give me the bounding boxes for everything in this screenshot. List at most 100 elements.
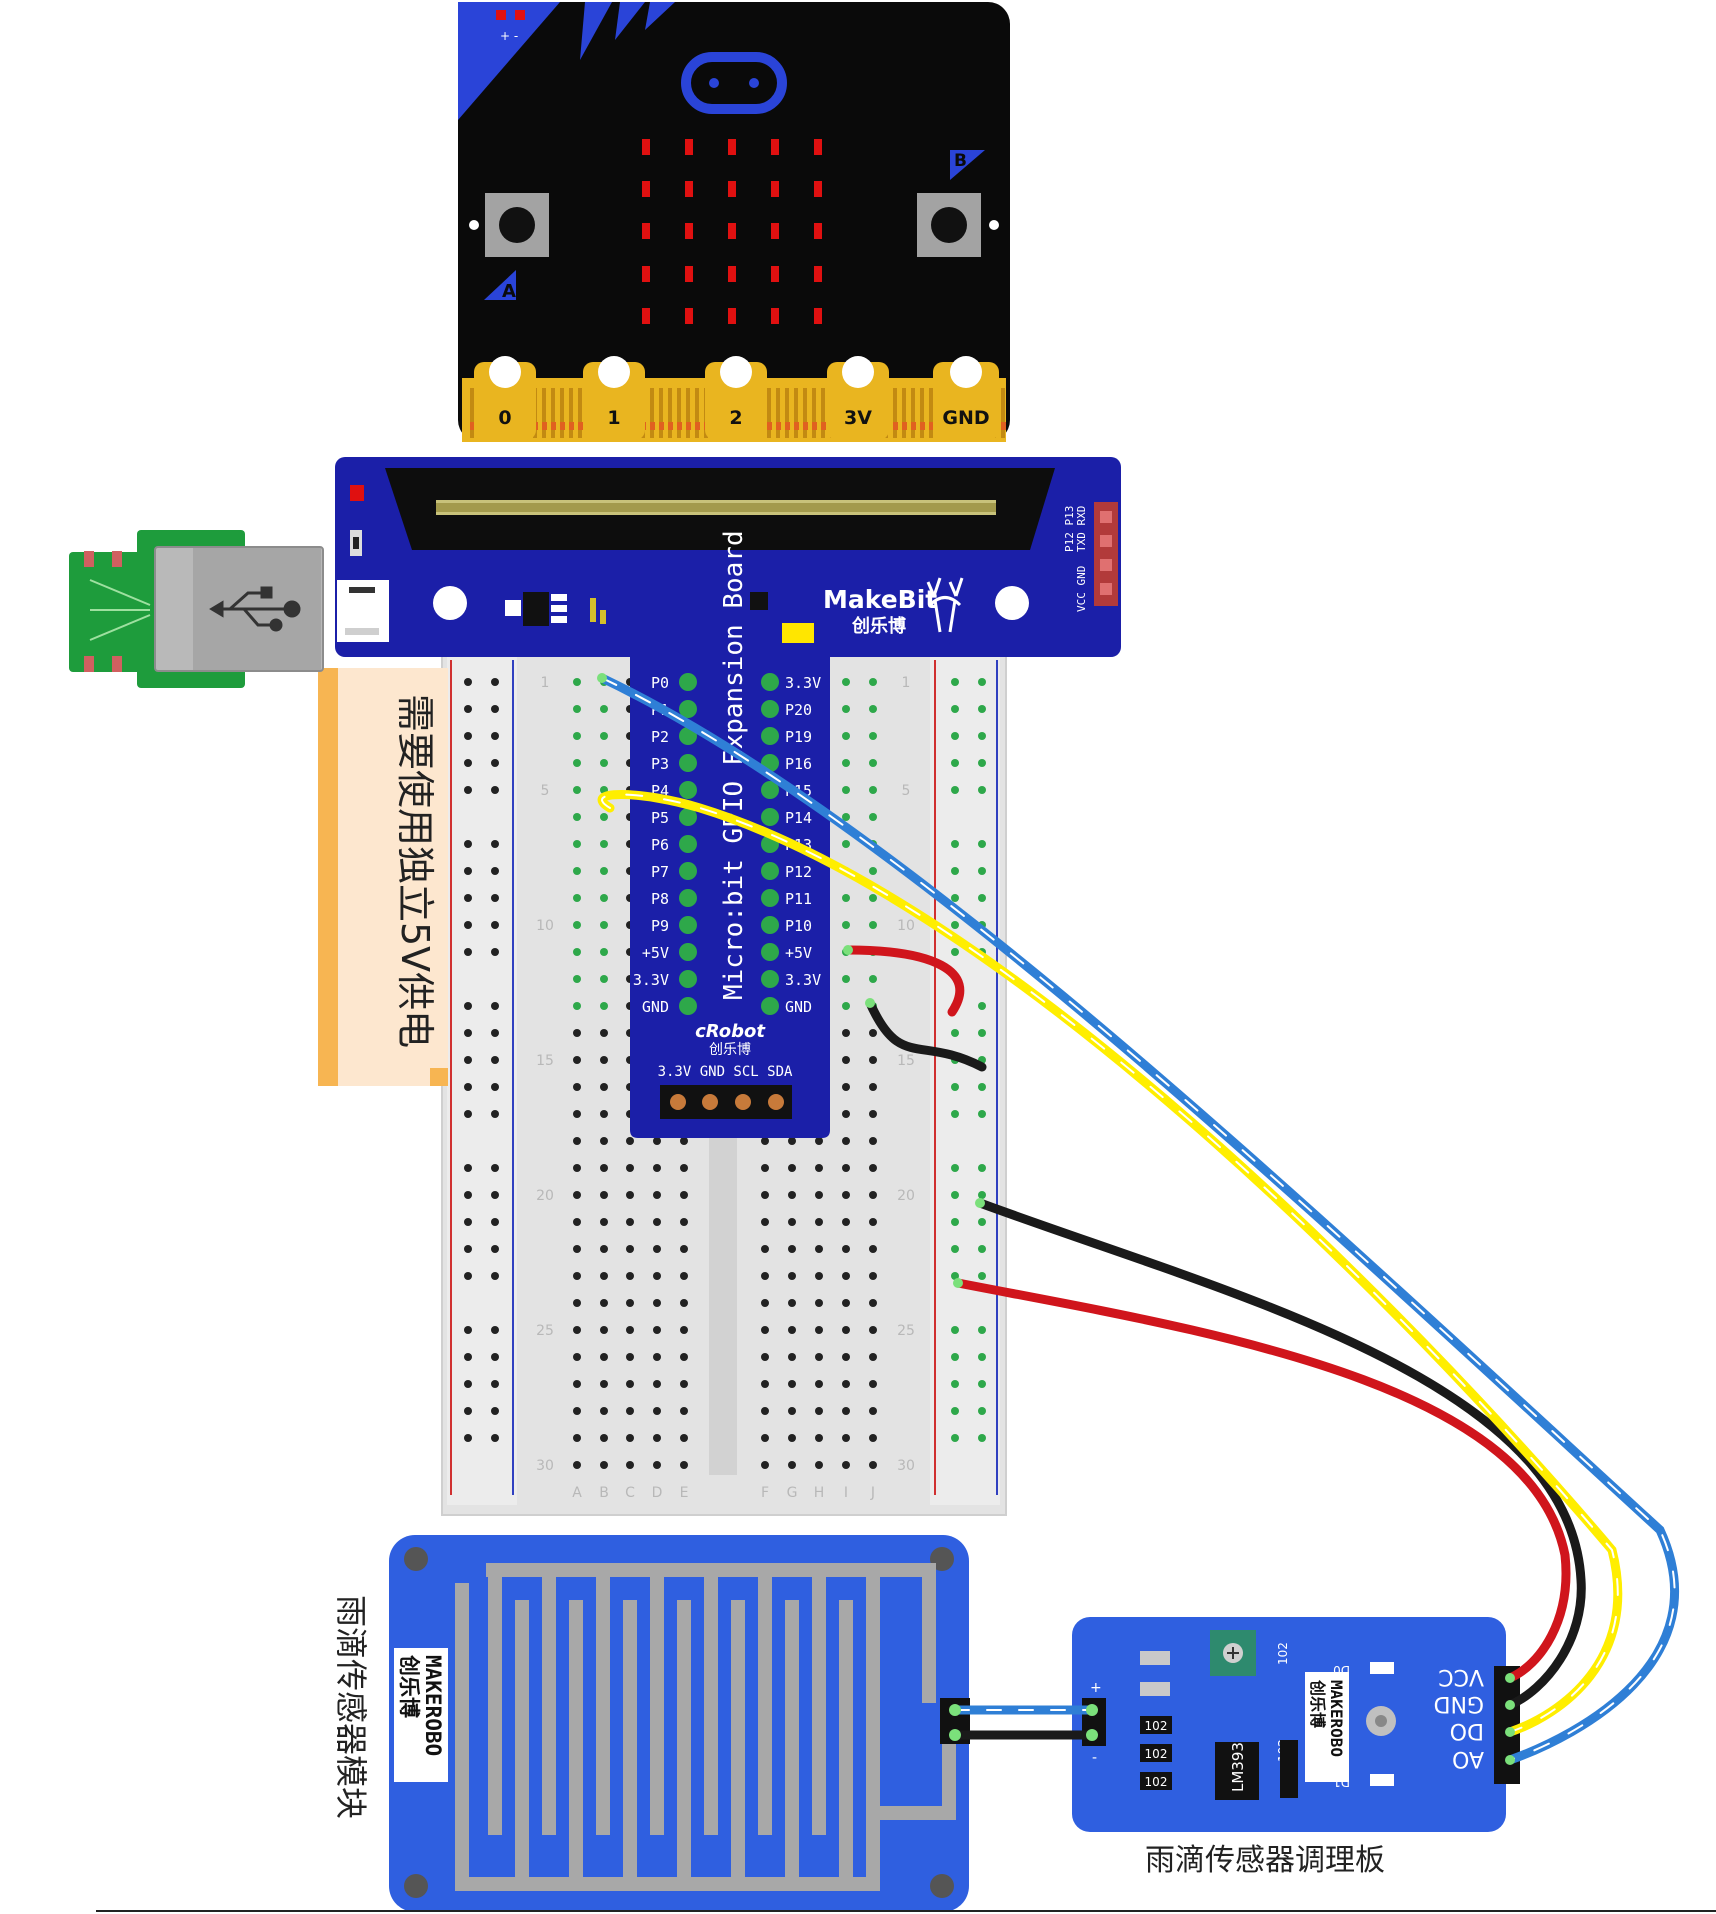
conditioner-brand-cn: 创乐博 [1308,1679,1327,1728]
breadboard-hole [680,1326,688,1334]
edge-pad[interactable] [705,362,767,440]
breadboard-hole [600,1299,608,1307]
edge-strip [794,388,798,438]
button-b-label: B [954,151,967,171]
rail-hole [951,678,959,686]
gpio-pin-label: P0 [651,674,669,692]
breadboard-hole [626,1434,634,1442]
edge-pad[interactable] [474,362,536,440]
breadboard-hole [680,1299,688,1307]
led [642,181,650,197]
gpio-pin [679,808,697,826]
breadboard-hole [653,1380,661,1388]
resistor-label: 102 [1145,1747,1168,1761]
breadboard-hole [761,1407,769,1415]
breadboard-hole [626,1407,634,1415]
edge-pad-label: 2 [729,407,742,429]
rail-hole [491,705,499,713]
rail-hole [491,948,499,956]
button-b[interactable] [917,193,981,257]
edge-strip [920,388,924,438]
breadboard-hole [869,1110,877,1118]
breadboard-hole [788,1407,796,1415]
breadboard-hole [573,1083,581,1091]
column-letter: C [625,1485,635,1501]
breadboard-hole [600,1056,608,1064]
breadboard-hole [761,1245,769,1253]
edge-strip-tip [686,422,691,430]
gpio-pin-label: P7 [651,863,669,881]
edge-strip [578,388,582,438]
edge-strip-tip [776,422,781,430]
breadboard-hole [653,1434,661,1442]
breadboard-hole [815,1407,823,1415]
breadboard-hole [869,1218,877,1226]
breadboard-hole [573,1434,581,1442]
breadboard-hole [573,1056,581,1064]
power-note: 需要使用独立5V供电 [318,668,448,1086]
rail-hole [978,1164,986,1172]
gpio-pin [761,673,779,691]
gpio-pin-label: P14 [785,809,812,827]
column-letter: D [652,1485,663,1501]
edge-pad[interactable] [583,362,645,440]
rail-hole [464,1002,472,1010]
breadboard-hole [600,1461,608,1469]
rail-hole [491,1380,499,1388]
gpio-pin-label: P2 [651,728,669,746]
breadboard-hole [573,705,581,713]
breadboard-hole [869,1299,877,1307]
gpio-pin-label: P16 [785,755,812,773]
breadboard-hole [842,1002,850,1010]
edge-strip [569,388,573,438]
edge-strip-tip [560,422,565,430]
breadboard-hole [815,1245,823,1253]
edge-pad[interactable] [933,362,999,440]
breadboard-hole [600,1245,608,1253]
rail-hole [951,1353,959,1361]
i2c-pin [735,1094,751,1110]
led [642,308,650,324]
breadboard-hole [600,1218,608,1226]
edge-strip [695,388,699,438]
gpio-pin [761,700,779,718]
row-number: 20 [897,1188,915,1204]
button-a[interactable] [485,193,549,257]
breadboard-hole [869,1353,877,1361]
breadboard-hole [815,1218,823,1226]
breadboard-hole [761,1272,769,1280]
rail-hole [951,1434,959,1442]
conditioner-brand: MAKEROBO [1327,1680,1346,1757]
gpio-pin-label: P8 [651,890,669,908]
breadboard-hole [680,1461,688,1469]
breadboard-hole [626,1461,634,1469]
breadboard-hole [815,1380,823,1388]
edge-strip-tip [659,422,664,430]
rail-hole [491,678,499,686]
breadboard-hole [869,1434,877,1442]
gpio-pin [679,916,697,934]
breadboard-hole [573,1137,581,1145]
led [685,266,693,282]
breadboard-hole [600,867,608,875]
breadboard-hole [600,1353,608,1361]
edge-pad-hole [842,356,874,388]
rail-hole [491,1245,499,1253]
edge-strip [776,388,780,438]
rail-hole [951,1164,959,1172]
edge-strip-tip [902,422,907,430]
gpio-pin-label: P3 [651,755,669,773]
breadboard-hole [842,921,850,929]
led [814,139,822,155]
edge-pad[interactable] [827,362,889,440]
breadboard-hole [680,1380,688,1388]
breadboard-hole [573,1002,581,1010]
breadboard-hole [680,1407,688,1415]
rail-hole [491,1434,499,1442]
breadboard-hole [842,1326,850,1334]
gpio-pin-label: P5 [651,809,669,827]
rail-hole [978,1434,986,1442]
rail-hole [491,1407,499,1415]
gpio-pin [761,916,779,934]
